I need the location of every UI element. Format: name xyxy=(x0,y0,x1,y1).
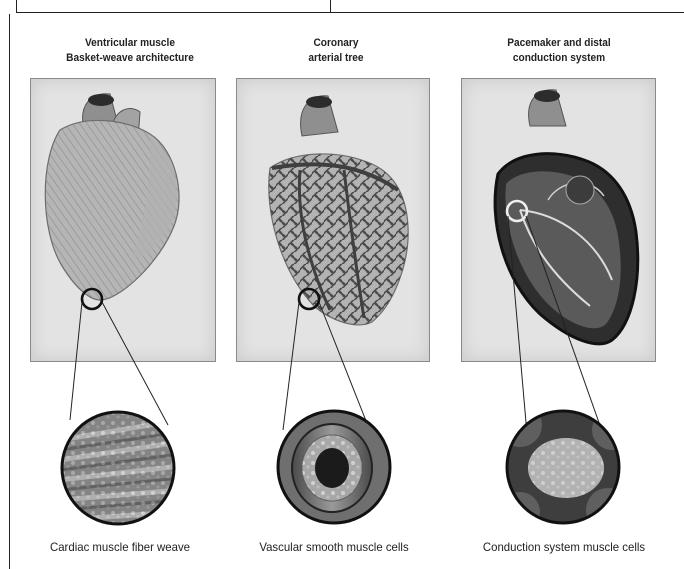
zoom-fiber-weave xyxy=(60,410,180,530)
panel-title-ventricular: Ventricular muscle Basket-weave architec… xyxy=(38,36,222,66)
caption-conduction-system: Conduction system muscle cells xyxy=(450,540,678,554)
panel-title-line1: Coronary xyxy=(244,36,428,51)
panel-coronary xyxy=(236,78,430,362)
top-frame-cell xyxy=(16,0,331,13)
panel-title-line1: Pacemaker and distal xyxy=(467,36,651,51)
panel-ventricular xyxy=(30,78,216,362)
caption-vascular-smooth-muscle: Vascular smooth muscle cells xyxy=(220,540,448,554)
panel-title-line2: arterial tree xyxy=(244,51,428,66)
panel-title-conduction: Pacemaker and distal conduction system xyxy=(467,36,651,66)
left-frame-rule xyxy=(9,14,10,569)
panel-title-coronary: Coronary arterial tree xyxy=(244,36,428,66)
panel-title-line1: Ventricular muscle xyxy=(38,36,222,51)
caption-cardiac-muscle: Cardiac muscle fiber weave xyxy=(6,540,234,554)
zoom-vessel-cross-section xyxy=(278,411,390,523)
top-frame xyxy=(0,0,684,14)
zoom-conduction-cells xyxy=(498,403,632,532)
panel-title-line2: conduction system xyxy=(467,51,651,66)
panel-conduction xyxy=(461,78,656,362)
top-frame-rule xyxy=(330,12,684,13)
panel-title-line2: Basket-weave architecture xyxy=(38,51,222,66)
